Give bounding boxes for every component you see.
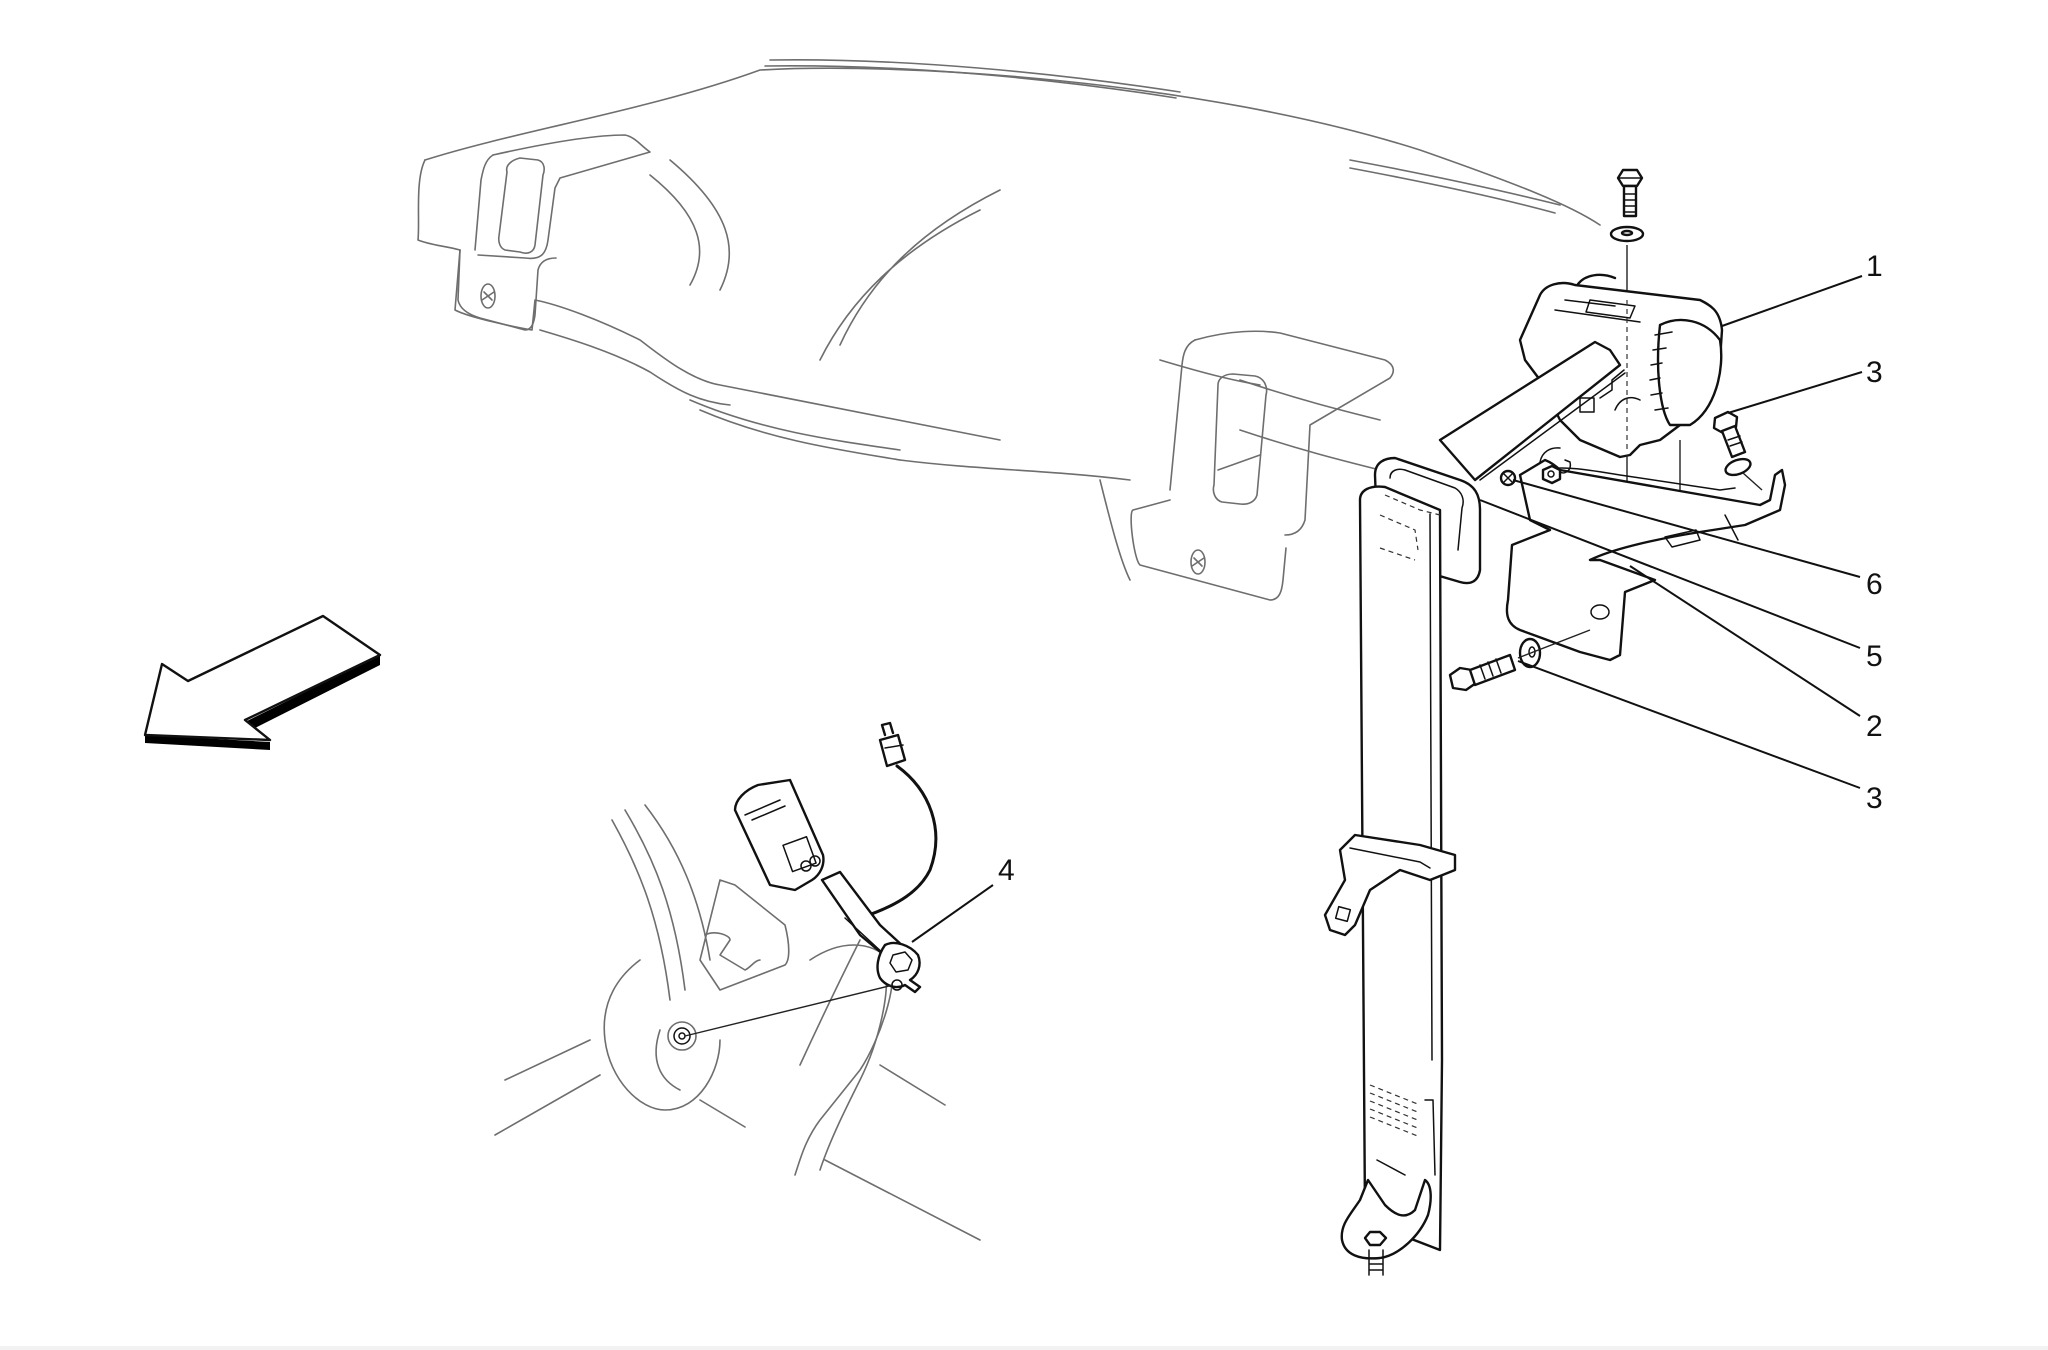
shoulder-belt-upper	[1438, 340, 1626, 482]
callout-4: 4	[998, 854, 1015, 887]
callout-2: 2	[1866, 710, 1883, 743]
seat-cushion-outline	[494, 804, 981, 1241]
bottom-border-strip	[0, 1346, 2048, 1350]
center-belt-slot-bracket	[1130, 330, 1395, 601]
callout-3-upper: 3	[1866, 356, 1883, 389]
direction-arrow-icon	[143, 614, 382, 750]
callout-5: 5	[1866, 640, 1883, 673]
callout-labels: 1 3 6 5 2 3 4	[998, 250, 1883, 887]
buckle-anchor-axis	[684, 984, 894, 1037]
seat-belt-buckle-assembly	[733, 721, 938, 994]
lower-bolt-with-washer	[1448, 629, 1591, 692]
parcel-shelf-outline	[417, 59, 1601, 581]
mounting-bracket	[1499, 410, 1787, 662]
belt-guide-loop-and-lower-belt	[1323, 456, 1482, 1276]
callout-6: 6	[1866, 568, 1883, 601]
leader-lines	[911, 275, 1863, 943]
callout-1: 1	[1866, 250, 1883, 283]
callout-3-lower: 3	[1866, 782, 1883, 815]
left-belt-slot-bracket	[457, 134, 651, 331]
